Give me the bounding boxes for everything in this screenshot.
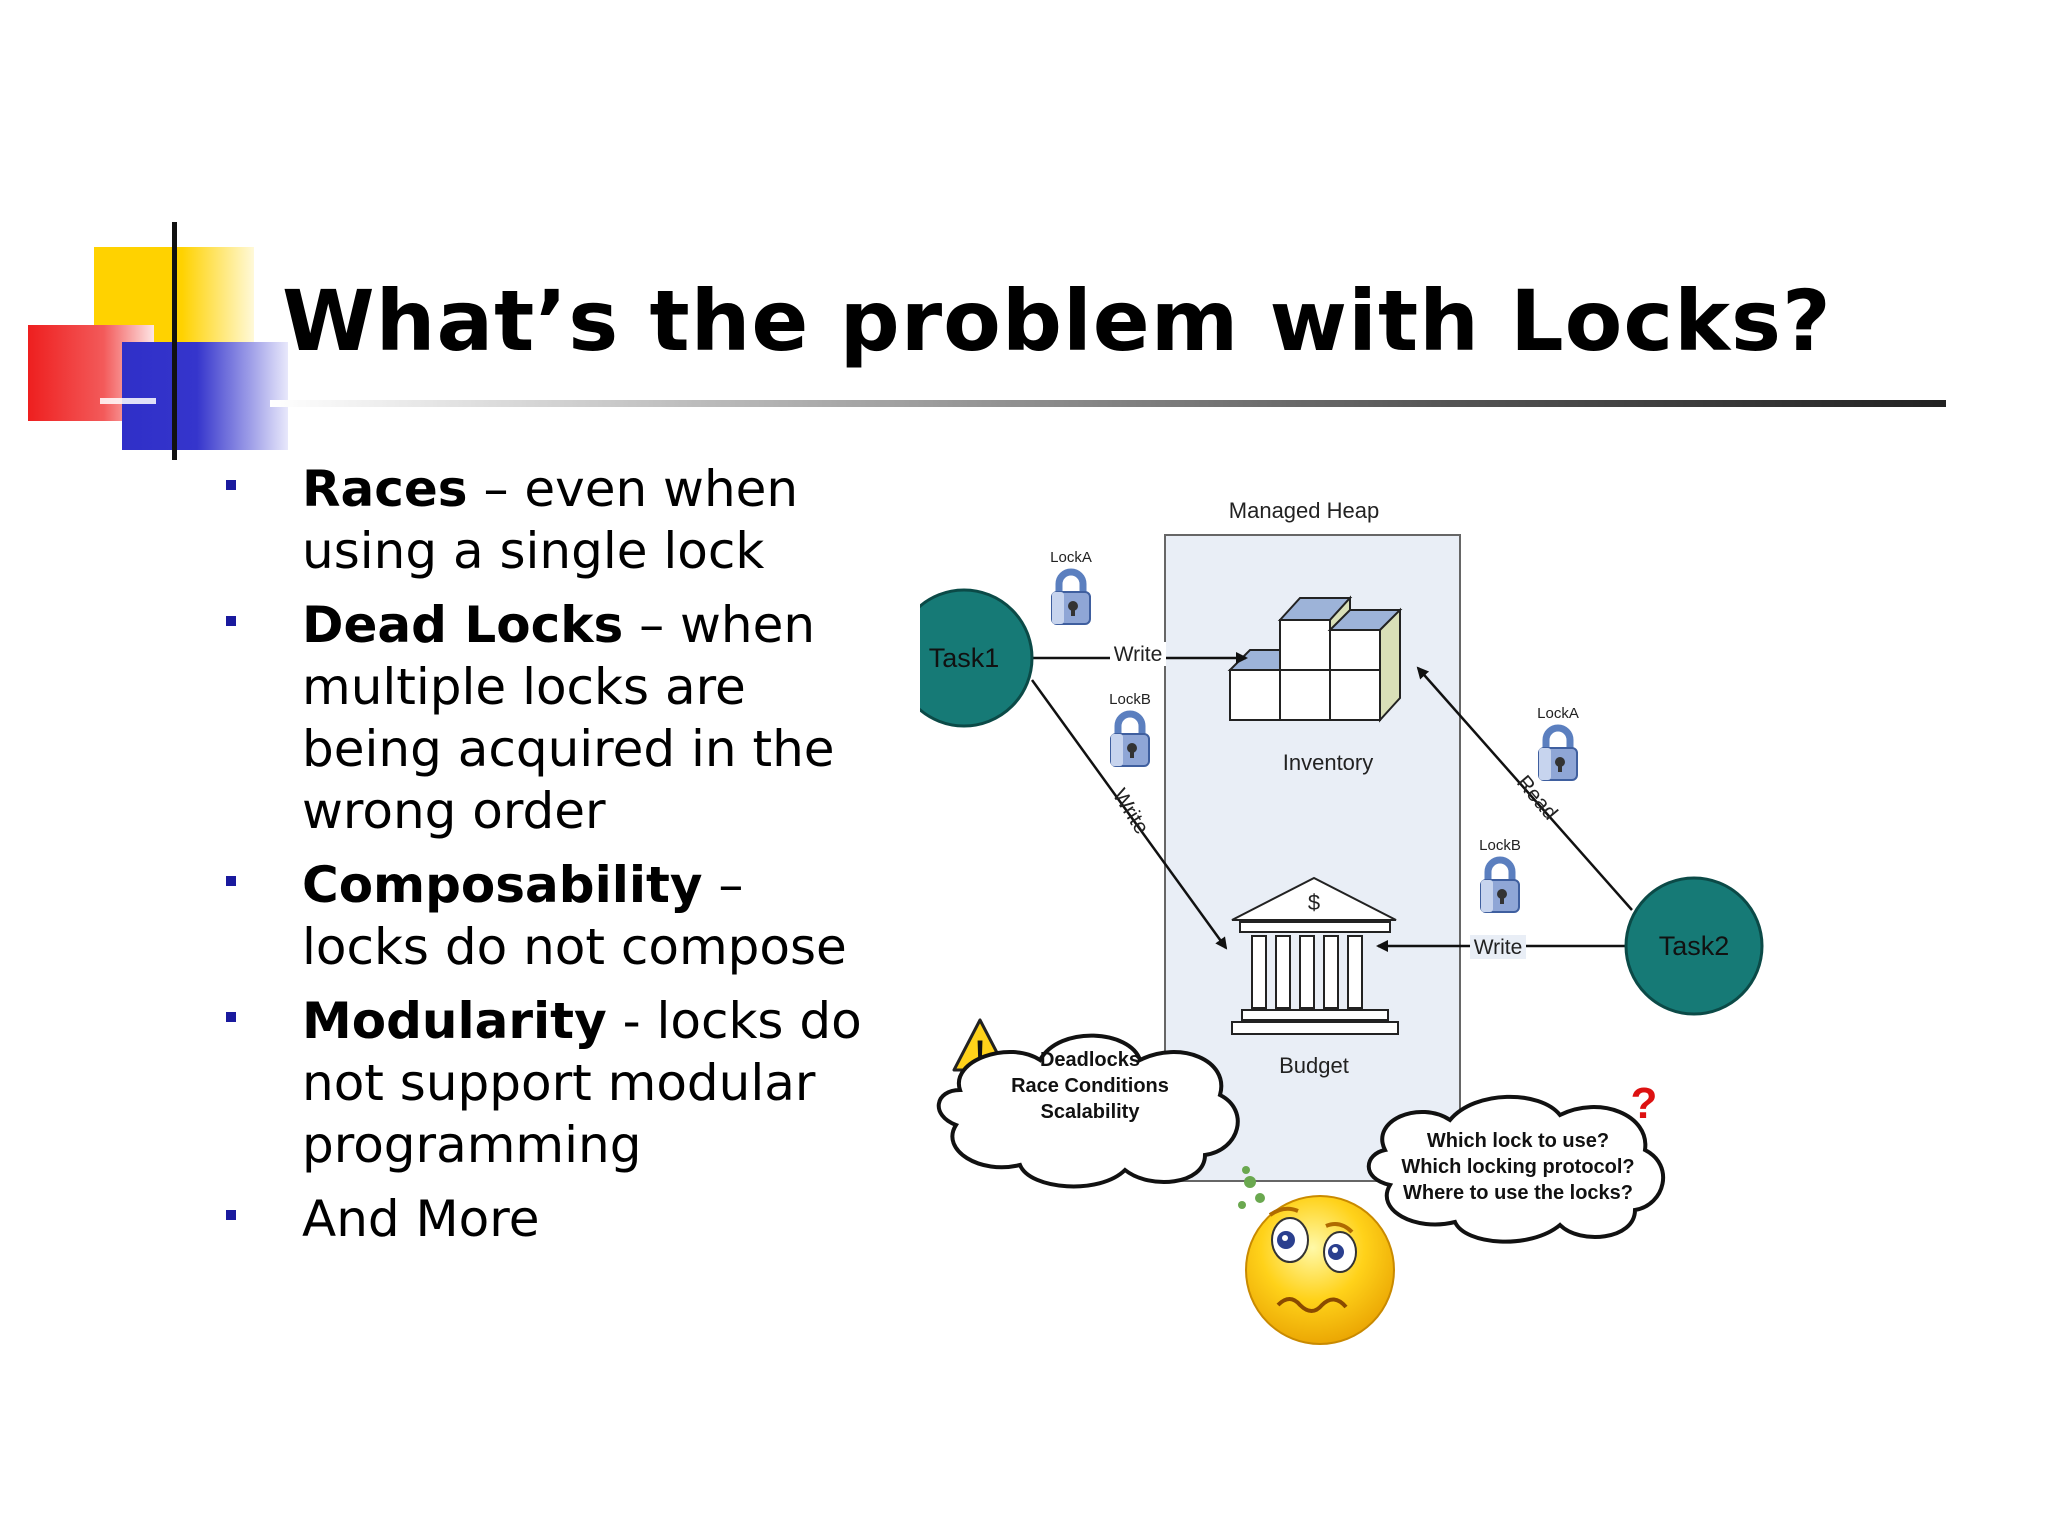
cloud-left-line-1: Deadlocks bbox=[1040, 1049, 1140, 1071]
budget-bank-icon bbox=[1231, 876, 1399, 1035]
arrow-task1-budget bbox=[1030, 679, 1228, 950]
worried-face-icon bbox=[1238, 1166, 1395, 1345]
inventory-icon bbox=[1227, 595, 1403, 723]
lock-b-label-2: LockB bbox=[1479, 837, 1521, 854]
lock-icon bbox=[1539, 728, 1577, 780]
bullet-term: Races bbox=[302, 460, 468, 518]
bullet-text: And More bbox=[302, 1190, 540, 1248]
cloud-left-line-3: Scalability bbox=[1041, 1101, 1141, 1123]
cloud-right-line-2: Which locking protocol? bbox=[1401, 1156, 1634, 1178]
bullet-marker bbox=[226, 1210, 236, 1220]
bullet-marker bbox=[226, 1012, 236, 1022]
lock-icon bbox=[1481, 860, 1519, 912]
corner-decoration bbox=[28, 222, 288, 460]
task2-node bbox=[1624, 876, 1764, 1016]
bullet-item: Dead Locks – when multiple locks are bei… bbox=[222, 594, 862, 842]
bullet-item: Modularity - locks do not support modula… bbox=[222, 990, 862, 1176]
question-mark-icon: ? bbox=[1631, 1079, 1658, 1128]
bullet-text: – when multiple locks are being acquired… bbox=[302, 596, 835, 840]
slide-title: What’s the problem with Locks? bbox=[282, 272, 1832, 370]
bullet-term: Composability bbox=[302, 856, 703, 914]
write-label-2: Write bbox=[1108, 785, 1153, 838]
black-vertical-bar bbox=[172, 222, 177, 460]
lock-a-label-2: LockA bbox=[1537, 705, 1579, 722]
cloud-left bbox=[936, 1033, 1240, 1189]
blue-square bbox=[122, 342, 288, 450]
bullet-item: And More bbox=[222, 1188, 862, 1250]
managed-heap-label: Managed Heap bbox=[1229, 498, 1379, 523]
budget-dollar: $ bbox=[1308, 890, 1320, 915]
lock-icon bbox=[1111, 714, 1149, 766]
lock-icon bbox=[1052, 572, 1090, 624]
task1-label: Task1 bbox=[929, 643, 1000, 673]
white-cross-h bbox=[100, 398, 156, 404]
lock-b-label-1: LockB bbox=[1109, 691, 1151, 708]
cloud-left-line-2: Race Conditions bbox=[1011, 1075, 1169, 1097]
bullet-marker bbox=[226, 480, 236, 490]
write-label-1: Write bbox=[1114, 643, 1163, 666]
bullet-term: Modularity bbox=[302, 992, 607, 1050]
title-rule bbox=[270, 400, 1946, 407]
lock-a-label-1: LockA bbox=[1050, 549, 1092, 566]
bullet-text: - locks do not support modular programmi… bbox=[302, 992, 862, 1174]
task1-node bbox=[920, 588, 1034, 728]
cloud-right bbox=[1366, 1094, 1665, 1244]
bullet-term: Dead Locks bbox=[302, 596, 624, 654]
write-label-3: Write bbox=[1474, 936, 1523, 959]
svg-text:!: ! bbox=[974, 1034, 985, 1072]
arrow-task2-inventory bbox=[1416, 666, 1633, 911]
task2-label: Task2 bbox=[1659, 931, 1730, 961]
bullet-text: – even when using a single lock bbox=[302, 460, 799, 580]
bullet-item: Composability – locks do not compose bbox=[222, 854, 862, 978]
bullet-item: Races – even when using a single lock bbox=[222, 458, 862, 582]
inventory-label: Inventory bbox=[1283, 750, 1374, 775]
bullet-marker bbox=[226, 876, 236, 886]
bullet-list: Races – even when using a single lock De… bbox=[222, 458, 862, 1262]
cloud-right-line-1: Which lock to use? bbox=[1427, 1130, 1609, 1152]
cloud-right-line-3: Where to use the locks? bbox=[1403, 1182, 1633, 1204]
bullet-text: – locks do not compose bbox=[302, 856, 847, 976]
locks-diagram: Managed Heap Inventory $ bbox=[920, 498, 1764, 1345]
bullet-marker bbox=[226, 616, 236, 626]
budget-label: Budget bbox=[1279, 1053, 1349, 1078]
